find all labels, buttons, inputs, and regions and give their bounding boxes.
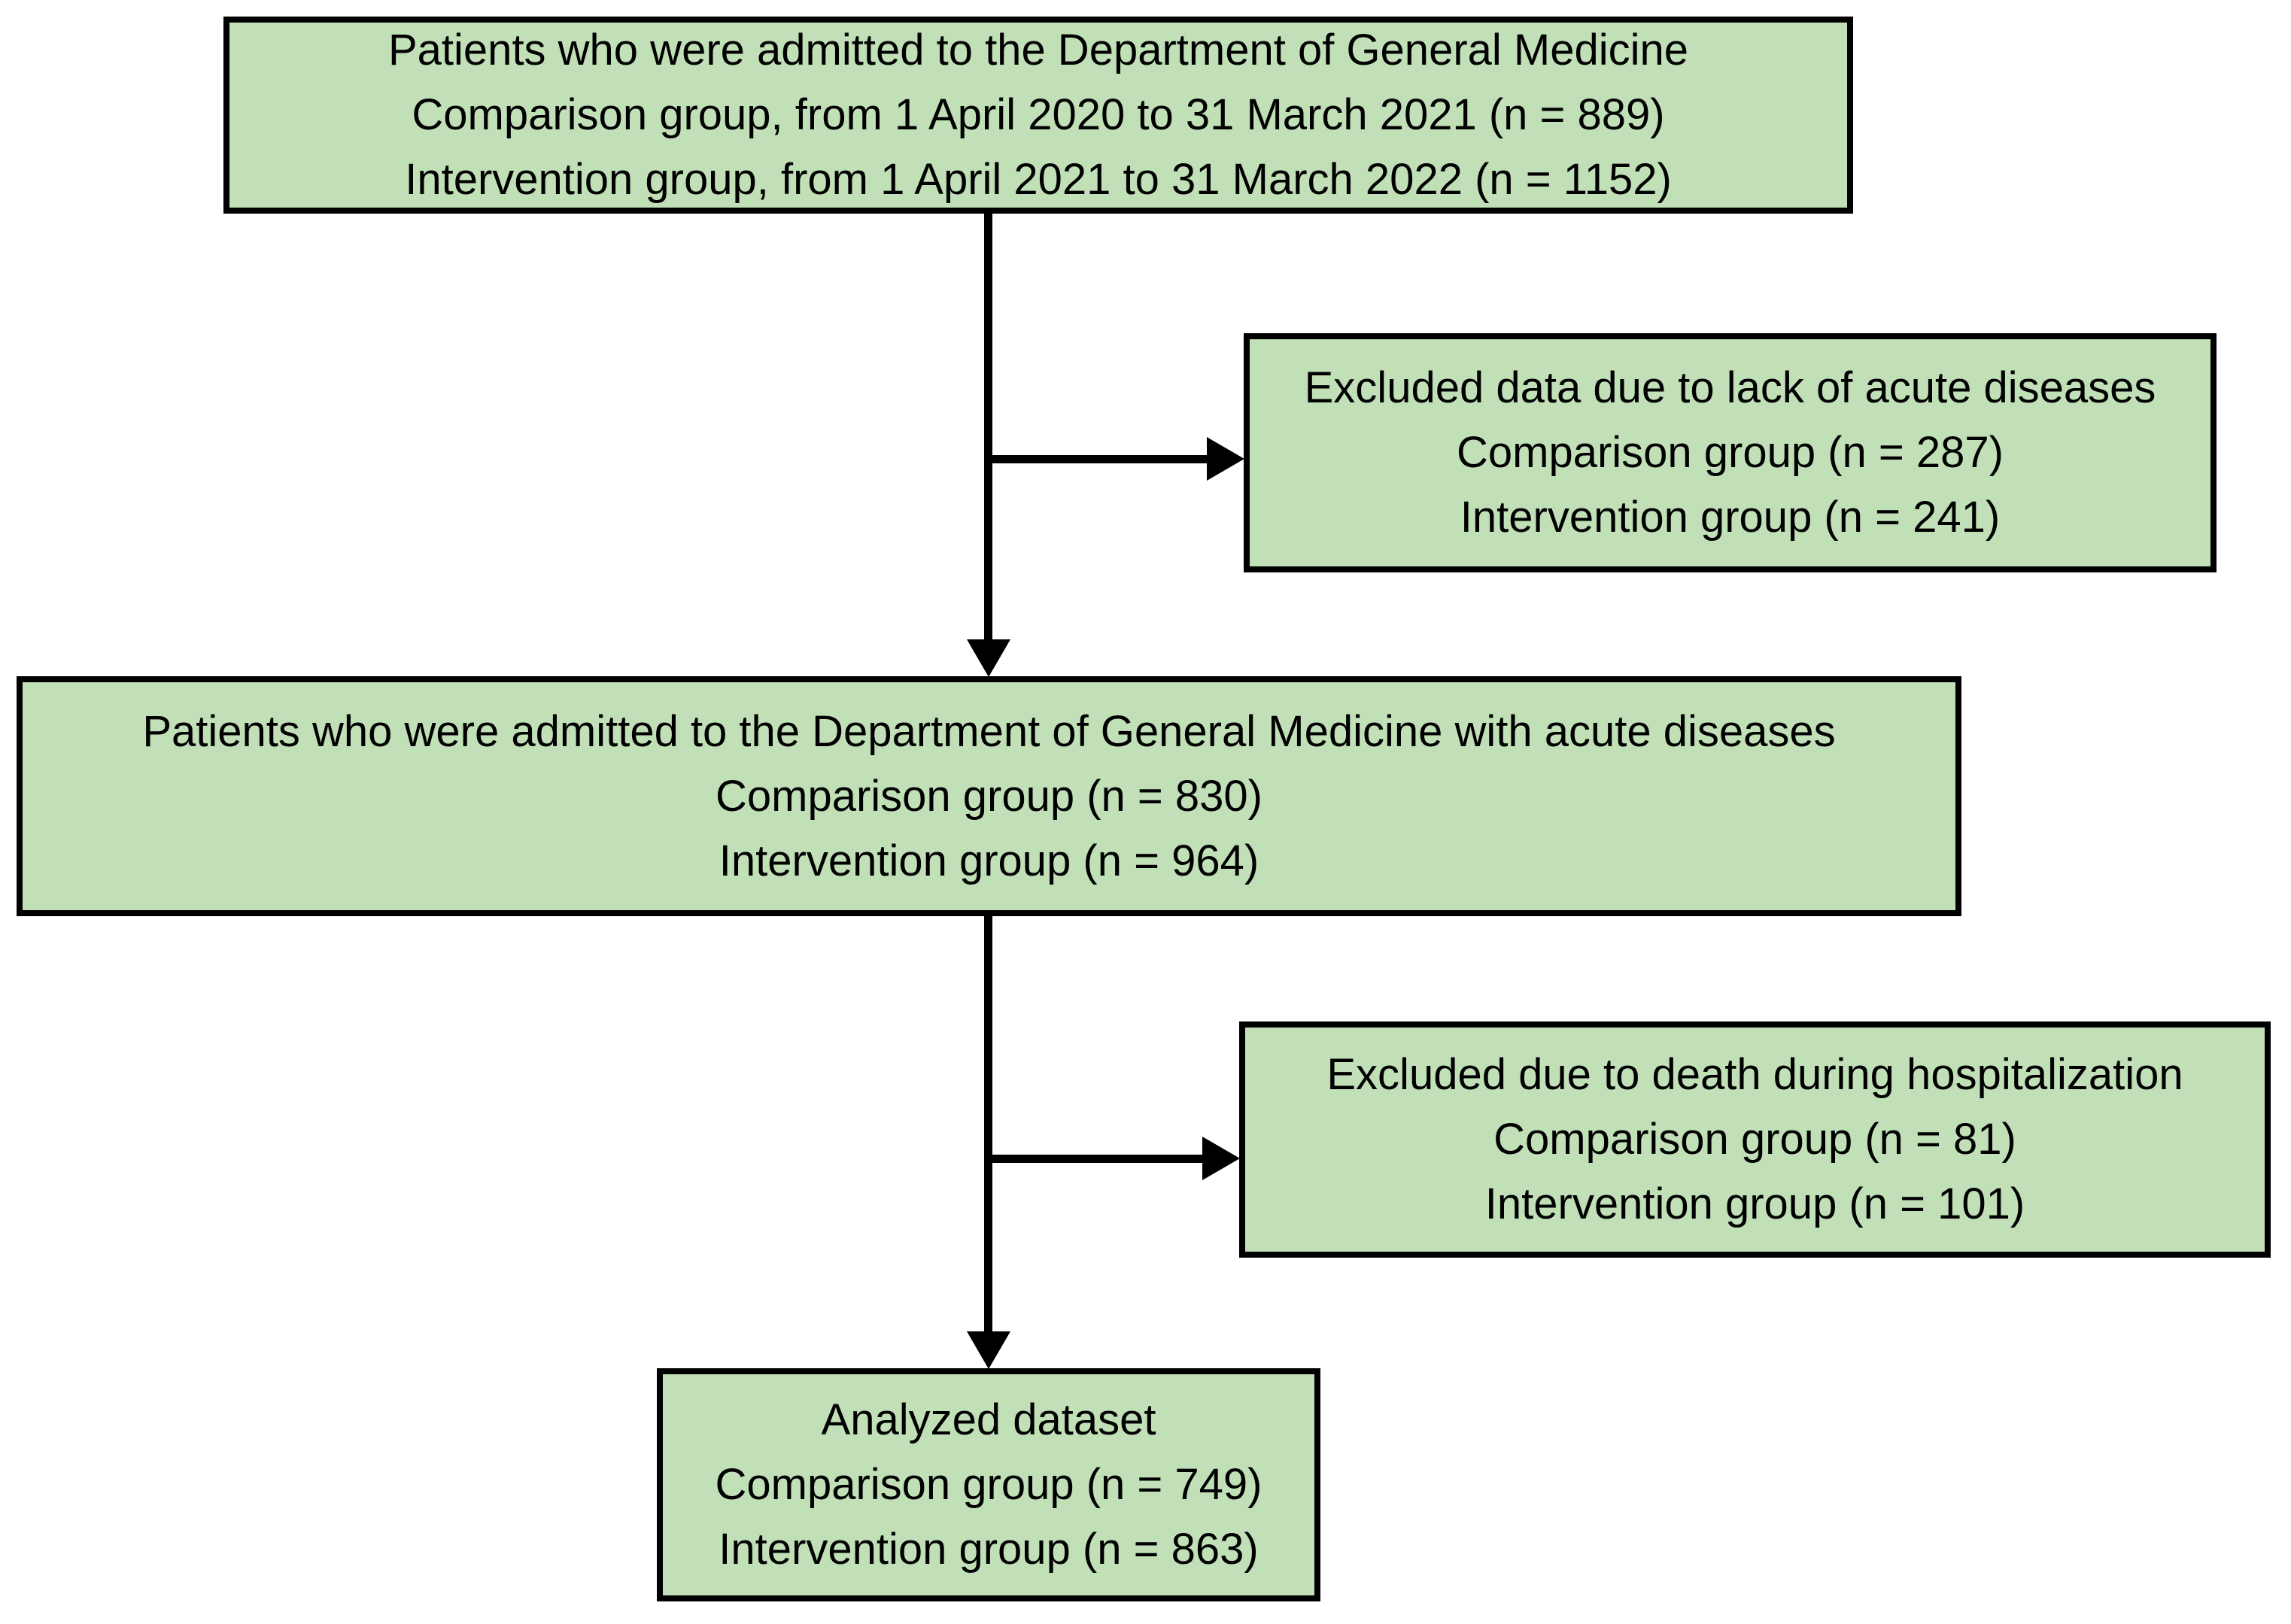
box-text-line: Excluded due to death during hospitaliza…	[1326, 1050, 2183, 1099]
box-text-line: Comparison group, from 1 April 2020 to 3…	[412, 90, 1665, 139]
box-analyzed-dataset: Analyzed dataset Comparison group (n = 7…	[657, 1368, 1320, 1601]
connector-top-to-middle	[984, 212, 992, 642]
box-text-line: Patients who were admitted to the Depart…	[387, 26, 1689, 74]
arrowhead-right-excluded-lack-of-acute	[1207, 437, 1244, 481]
box-text-line: Patients who were admitted to the Depart…	[142, 706, 1836, 756]
branch-to-excluded-death	[988, 1155, 1205, 1163]
box-excluded-lack-of-acute: Excluded data due to lack of acute disea…	[1244, 333, 2217, 572]
box-excluded-death: Excluded due to death during hospitaliza…	[1239, 1021, 2271, 1258]
box-text-line: Comparison group (n = 830)	[715, 771, 1262, 821]
arrowhead-down-middle	[967, 639, 1010, 677]
box-text-line: Intervention group (n = 241)	[1460, 493, 2001, 542]
box-text-line: Analyzed dataset	[821, 1395, 1156, 1444]
box-text-line: Intervention group, from 1 April 2021 to…	[405, 155, 1672, 204]
connector-middle-to-bottom	[984, 915, 992, 1334]
arrowhead-down-analyzed	[967, 1331, 1010, 1369]
box-text-line: Comparison group (n = 287)	[1456, 428, 2004, 477]
box-text-line: Comparison group (n = 81)	[1493, 1115, 2016, 1164]
box-text-line: Intervention group (n = 863)	[719, 1525, 1259, 1574]
box-text-line: Comparison group (n = 749)	[715, 1460, 1262, 1509]
branch-to-excluded-lack-of-acute	[988, 455, 1209, 463]
box-admitted-with-acute: Patients who were admitted to the Depart…	[17, 676, 1961, 916]
box-text-line: Intervention group (n = 964)	[719, 836, 1259, 885]
arrowhead-right-excluded-death	[1202, 1137, 1240, 1180]
box-admitted-all-patients: Patients who were admitted to the Depart…	[223, 17, 1853, 214]
box-text-line: Intervention group (n = 101)	[1484, 1179, 2025, 1228]
box-text-line: Excluded data due to lack of acute disea…	[1304, 363, 2156, 412]
